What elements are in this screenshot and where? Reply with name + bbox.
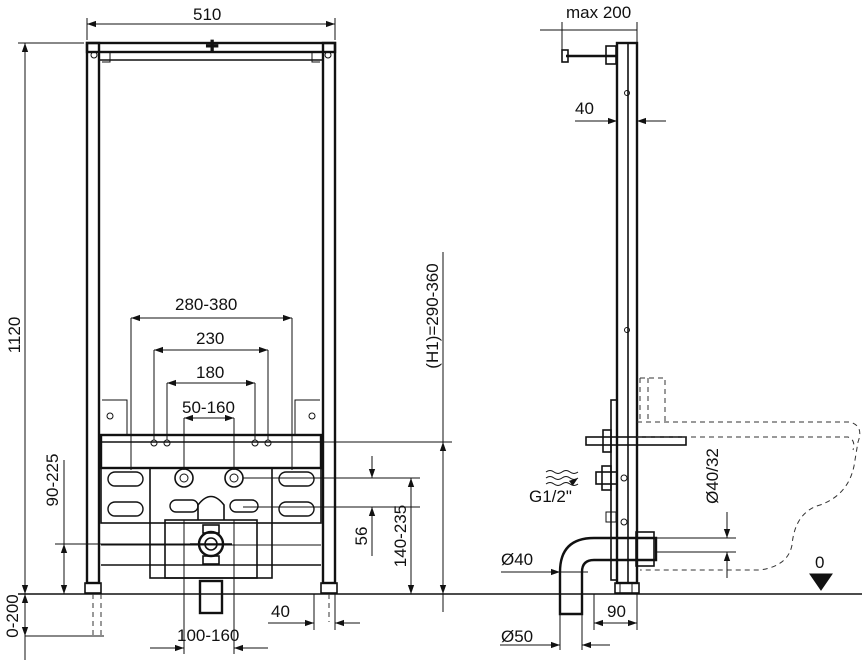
side-frame [555, 41, 687, 616]
side-dimensions [500, 22, 833, 650]
dim-90-label: 90 [607, 602, 626, 621]
dim-dia-50-label: Ø50 [501, 627, 533, 646]
dim-h1-label: (H1)=290-360 [423, 263, 442, 368]
dim-40-bottom-label: 40 [271, 602, 290, 621]
dim-max-200-label: max 200 [566, 3, 631, 22]
dim-dia-40-32-label: Ø40/32 [703, 448, 722, 504]
svg-text:✚: ✚ [205, 37, 219, 56]
dim-510-label: 510 [193, 5, 221, 24]
dim-100-160-label: 100-160 [177, 626, 239, 645]
dim-230-label: 230 [196, 329, 224, 348]
dim-280-380-label: 280-380 [175, 295, 237, 314]
dim-56-label: 56 [352, 527, 371, 546]
dim-0-200-label: 0-200 [3, 594, 22, 637]
dim-1120-label: 1120 [5, 317, 24, 354]
dim-dia-40-label: Ø40 [501, 550, 533, 569]
dim-50-160-label: 50-160 [182, 398, 235, 417]
front-dimensions [18, 18, 452, 660]
floor-zero-label: 0 [815, 553, 824, 572]
dim-140-235-label: 140-235 [391, 505, 410, 567]
dim-90-225-label: 90-225 [43, 454, 62, 507]
thread-g12-label: G1/2" [529, 487, 572, 506]
dim-180-label: 180 [196, 363, 224, 382]
dim-40-depth-label: 40 [575, 99, 594, 118]
bidet-outline [637, 421, 861, 571]
